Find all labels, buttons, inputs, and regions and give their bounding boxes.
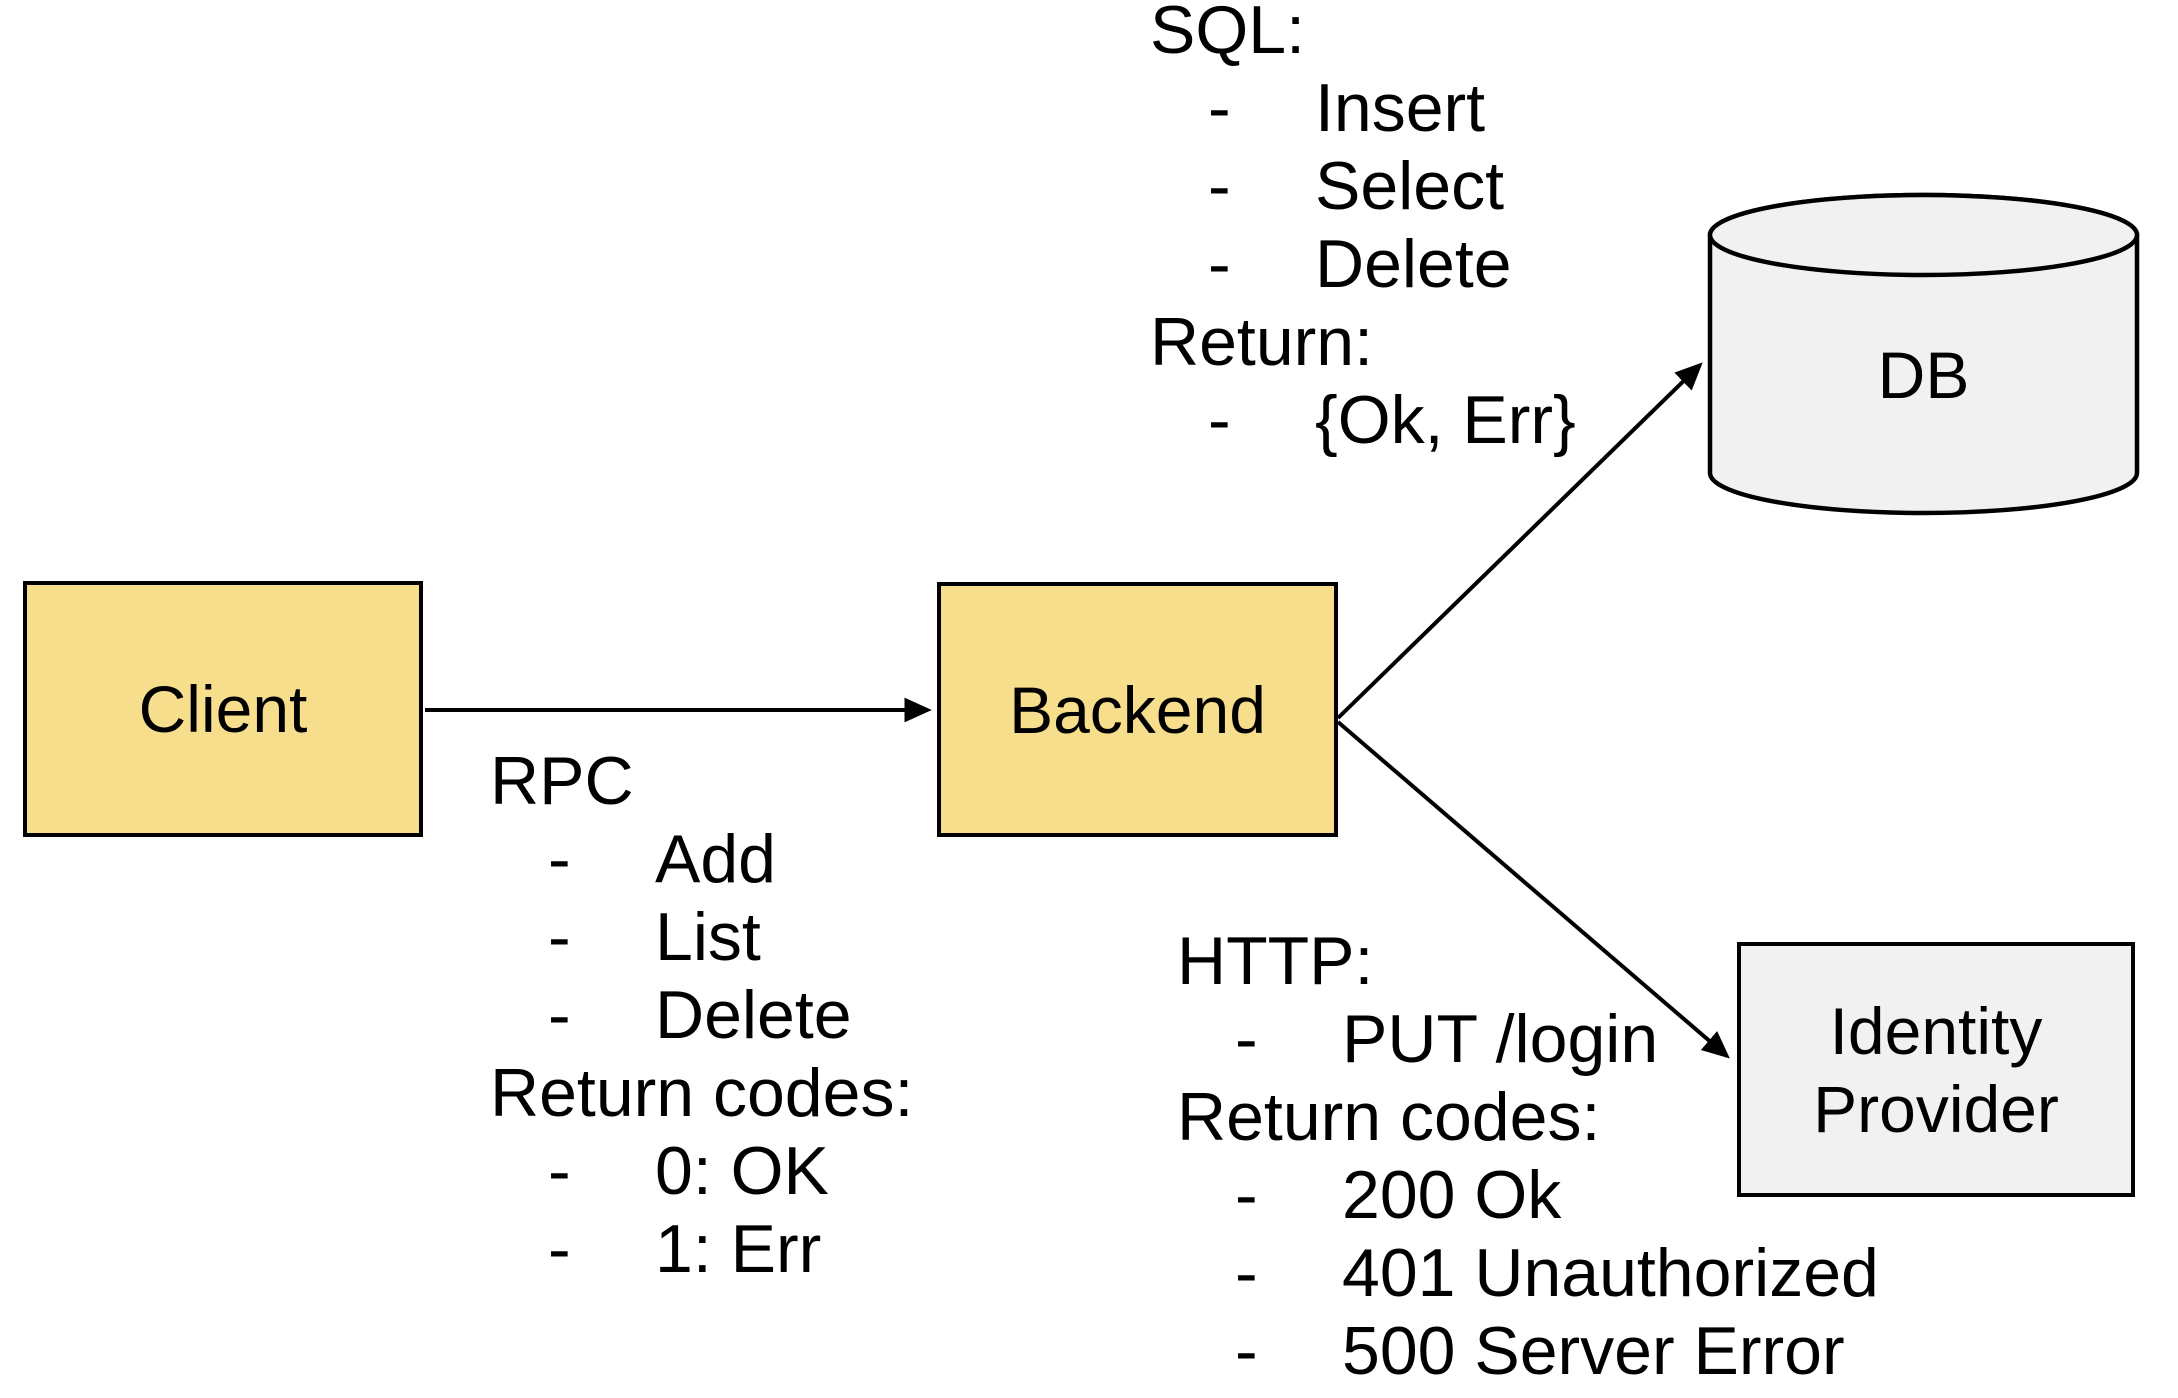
backend-node: Backend (937, 582, 1338, 837)
identity-provider-node-label: Identity Provider (1813, 993, 2059, 1146)
client-node: Client (23, 581, 423, 837)
sql-heading: SQL: (1150, 0, 1305, 68)
rpc-annotation-block: RPC - Add - List - Delete Return codes: … (490, 742, 913, 1288)
sql-annotation-block: SQL: - Insert - Select - Delete Return: … (1150, 0, 1576, 459)
bullet-dash: - (1235, 1001, 1258, 1077)
db-cylinder-top (1707, 192, 2140, 278)
bullet-dash: - (548, 977, 571, 1053)
backend-node-label: Backend (1009, 672, 1266, 747)
http-return-heading: Return codes: (1177, 1079, 1601, 1155)
http-return-item: - 200 Ok (1235, 1157, 1562, 1233)
http-annotation-block: HTTP: - PUT /login Return codes: - 200 O… (1177, 922, 1879, 1390)
bullet-dash: - (1208, 70, 1231, 146)
bullet-dash: - (1235, 1157, 1258, 1233)
http-heading: HTTP: (1177, 923, 1374, 999)
backend-to-db-arrow (1336, 362, 1703, 720)
bullet-dash: - (1208, 148, 1231, 224)
http-return-item: - 401 Unauthorized (1235, 1235, 1879, 1311)
rpc-return-heading: Return codes: (490, 1055, 914, 1131)
rpc-item: - Add (548, 821, 776, 897)
http-item: - PUT /login (1235, 1001, 1659, 1077)
sql-return-heading: Return: (1150, 304, 1373, 380)
bullet-dash: - (1208, 382, 1231, 458)
rpc-return-item: - 1: Err (548, 1211, 822, 1287)
db-cylinder-shape (1707, 192, 2140, 516)
rpc-heading: RPC (490, 743, 634, 819)
rpc-item: - List (548, 899, 761, 975)
sql-item: - Select (1208, 148, 1504, 224)
sql-item: - Delete (1208, 226, 1512, 302)
rpc-return-item: - 0: OK (548, 1133, 829, 1209)
backend-to-identity-arrow (1336, 720, 1730, 1059)
bullet-dash: - (548, 821, 571, 897)
bullet-dash: - (548, 899, 571, 975)
identity-provider-node: Identity Provider (1737, 942, 2135, 1197)
client-node-label: Client (138, 672, 308, 746)
sql-return-item: - {Ok, Err} (1208, 382, 1576, 458)
http-return-item: - 500 Server Error (1235, 1313, 1845, 1389)
bullet-dash: - (1235, 1313, 1258, 1389)
bullet-dash: - (548, 1133, 571, 1209)
bullet-dash: - (1208, 226, 1231, 302)
bullet-dash: - (1235, 1235, 1258, 1311)
sql-item: - Insert (1208, 70, 1486, 146)
rpc-item: - Delete (548, 977, 852, 1053)
db-node-label: DB (1877, 338, 1970, 412)
bullet-dash: - (548, 1211, 571, 1287)
